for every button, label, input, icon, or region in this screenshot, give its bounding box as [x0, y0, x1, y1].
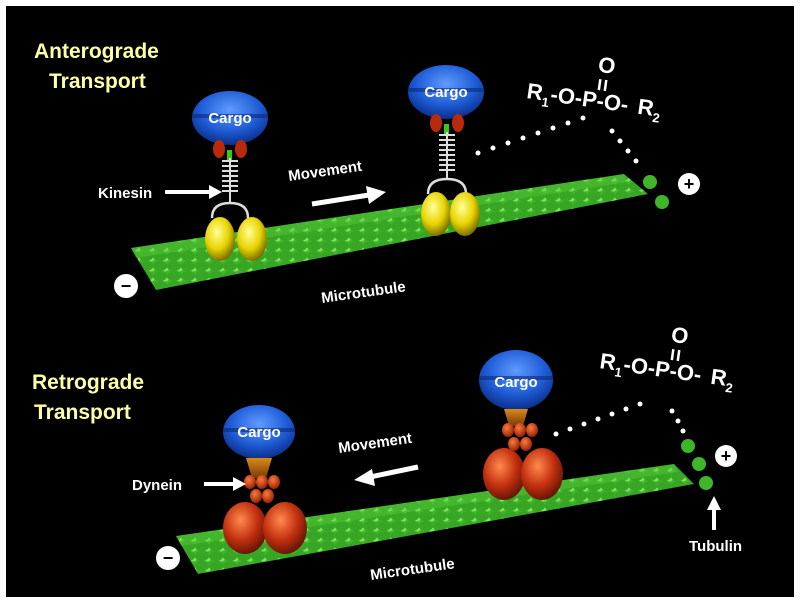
- motor-protein-diagram: Anterograde Transport Retrograde Transpo…: [32, 40, 742, 584]
- microtubule-label-bottom: Microtubule: [369, 555, 456, 584]
- plus-end-marker: +: [715, 445, 737, 467]
- microtubule-label-top: Microtubule: [320, 278, 407, 307]
- movement-label-top: Movement: [287, 158, 363, 185]
- svg-text:O: O: [670, 322, 690, 349]
- plus-end-marker: +: [678, 173, 700, 195]
- svg-text:+: +: [684, 174, 695, 194]
- tubulin-subunit: [681, 439, 695, 453]
- dynein-head: [483, 448, 525, 500]
- svg-text:R: R: [636, 94, 655, 121]
- kinesin-motor-right: Cargo: [408, 65, 484, 236]
- svg-text:R: R: [525, 78, 544, 105]
- diagram-panel: Anterograde Transport Retrograde Transpo…: [6, 6, 794, 597]
- heading-anterograde-line2: Transport: [49, 70, 146, 93]
- heading-anterograde-line1: Anterograde: [34, 40, 159, 63]
- svg-text:+: +: [721, 446, 732, 466]
- dynein-head: [263, 502, 307, 554]
- kinesin-motor-left: Cargo: [192, 91, 268, 261]
- dynein-label: Dynein: [132, 477, 182, 494]
- dynein-motor-right: Cargo: [479, 350, 563, 500]
- heading-retrograde-line1: Retrograde: [32, 371, 144, 394]
- movement-arrow-top: [311, 192, 370, 207]
- svg-text:1: 1: [614, 364, 623, 380]
- kinesin-head: [450, 192, 480, 236]
- kinesin-pointer-arrowhead: [209, 185, 222, 199]
- movement-arrow-bottom: [369, 464, 419, 480]
- svg-text:1: 1: [541, 94, 550, 110]
- cargo-label: Cargo: [494, 374, 537, 391]
- tubulin-subunit: [655, 195, 669, 209]
- svg-text:-O-P-O-: -O-P-O-: [622, 352, 703, 388]
- minus-end-marker: −: [156, 546, 180, 570]
- kinesin-label: Kinesin: [98, 185, 152, 202]
- dotted-link-top: [475, 115, 639, 164]
- svg-text:2: 2: [652, 110, 661, 126]
- movement-label-bottom: Movement: [337, 430, 413, 457]
- heading-retrograde-line2: Transport: [34, 401, 131, 424]
- cargo-label: Cargo: [424, 84, 467, 101]
- phosphate-formula-bottom: R 1 -O-P-O- R 2 O: [598, 322, 734, 396]
- cargo-label: Cargo: [208, 110, 251, 127]
- kinesin-head: [205, 217, 235, 261]
- tubulin-subunit: [692, 457, 706, 471]
- minus-end-marker: −: [114, 274, 138, 298]
- dotted-link-bottom: [553, 401, 686, 437]
- svg-text:R: R: [709, 364, 728, 391]
- tubulin-label: Tubulin: [689, 538, 742, 555]
- dynein-motor-left: Cargo: [223, 405, 307, 554]
- kinesin-head: [421, 192, 451, 236]
- svg-text:−: −: [121, 276, 132, 296]
- tubulin-subunit: [699, 476, 713, 490]
- svg-text:O: O: [597, 52, 617, 79]
- svg-text:-O-P-O-: -O-P-O-: [549, 82, 630, 118]
- svg-text:R: R: [598, 348, 617, 375]
- tubulin-subunit: [643, 175, 657, 189]
- dynein-head: [521, 448, 563, 500]
- svg-text:2: 2: [725, 380, 734, 396]
- cargo-label: Cargo: [237, 424, 280, 441]
- svg-text:−: −: [163, 548, 174, 568]
- phosphate-formula-top: R 1 -O-P-O- R 2 O: [525, 52, 661, 126]
- dynein-head: [223, 502, 267, 554]
- kinesin-head: [237, 217, 267, 261]
